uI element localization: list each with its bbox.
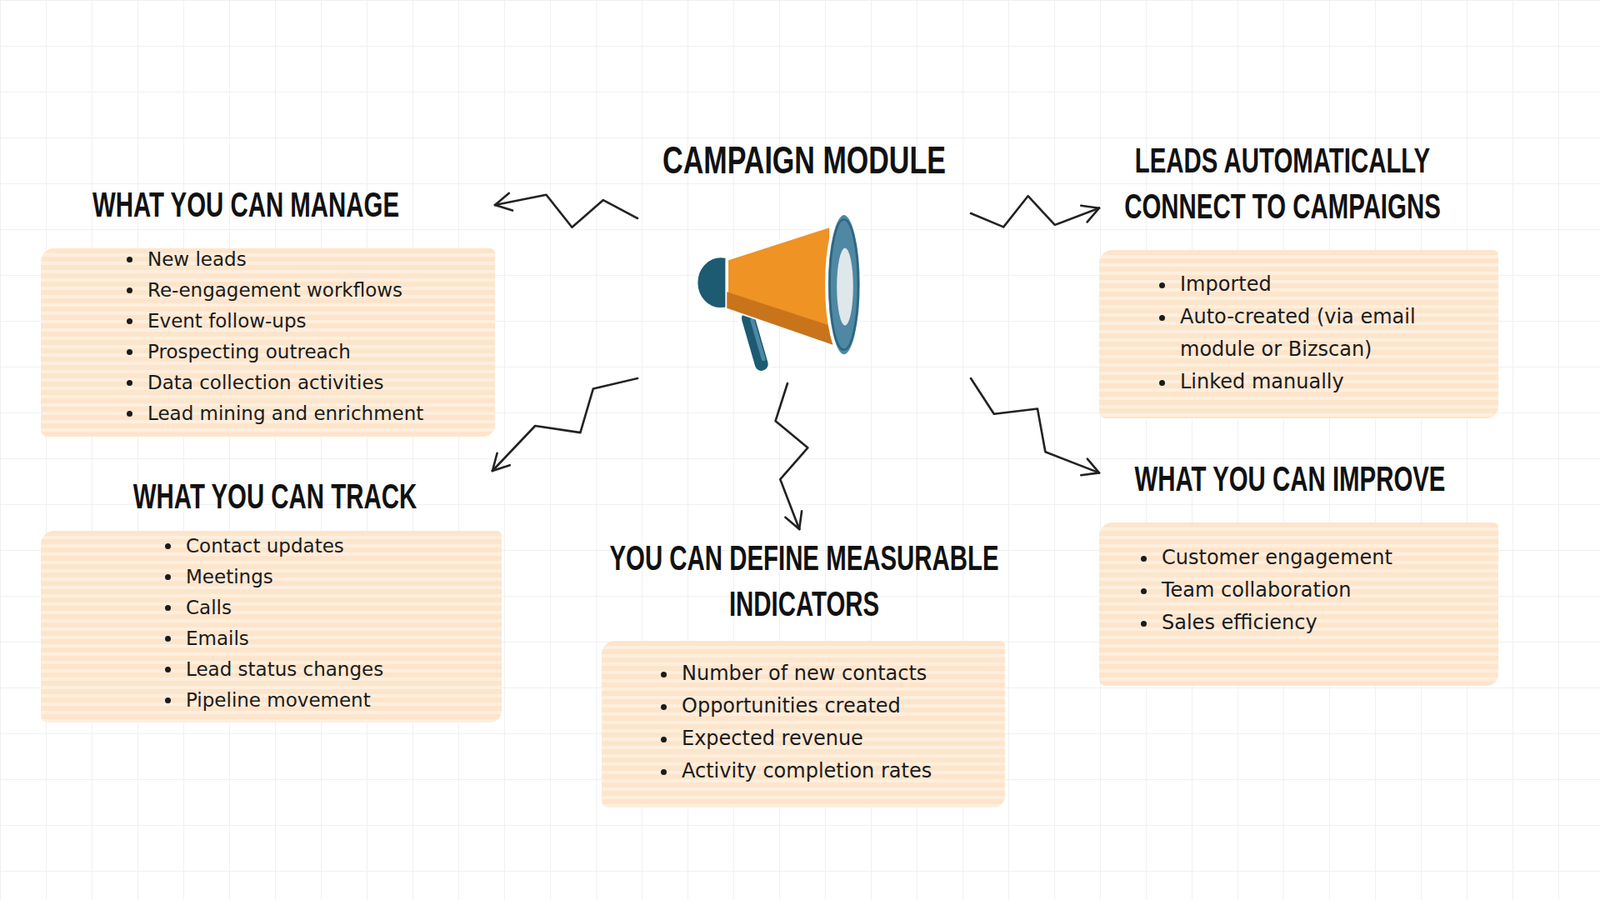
zigzag-line [775, 383, 809, 530]
arrow-head [785, 517, 800, 530]
topic-card: WHAT YOU CAN IMPROVE Customer engagementT… [1099, 454, 1499, 688]
bullet-list: Number of new contactsOpportunities crea… [678, 657, 1000, 788]
bullet-item: Imported [1176, 268, 1465, 301]
megaphone-part [726, 225, 833, 345]
zigzag-arrow [970, 195, 1100, 227]
arrow-head [1080, 205, 1100, 209]
section-heading: WHAT YOU CAN MANAGE [59, 181, 433, 228]
arrow-head [492, 453, 498, 471]
arrow-head [495, 193, 510, 205]
bullet-item: Number of new contacts [678, 657, 1000, 690]
section-heading: YOU CAN DEFINE MEASURABLE INDICATORS [582, 535, 1026, 627]
section-heading: WHAT YOU CAN IMPROVE [1103, 455, 1477, 502]
hub-node: CAMPAIGN MODULE [637, 133, 971, 384]
bullet-item: Pipeline movement [182, 685, 500, 716]
arrow-head [492, 465, 510, 471]
zigzag-arrow [970, 378, 1100, 475]
hub-title: CAMPAIGN MODULE [631, 135, 977, 185]
bullet-item: New leads [144, 244, 495, 275]
bullet-item: Expected revenue [678, 722, 1000, 755]
topic-card: WHAT YOU CAN TRACK Contact updatesMeeting… [40, 470, 502, 725]
arrow-head [495, 205, 513, 211]
megaphone-part [830, 219, 859, 350]
megaphone-part [752, 320, 764, 359]
zigzag-arrow [495, 193, 638, 228]
megaphone-part [836, 248, 854, 326]
bullet-item: Lead mining and enrichment [144, 398, 495, 430]
topic-card: YOU CAN DEFINE MEASURABLE INDICATORSNumb… [601, 529, 1005, 810]
section-heading: WHAT YOU CAN TRACK [88, 473, 462, 520]
bullet-item: Data collection activities [144, 367, 495, 399]
topic-card: LEADS AUTOMATICALLY CONNECT TO CAMPAIGNS… [1099, 133, 1499, 421]
zigzag-line [492, 378, 638, 471]
bullet-list: New leadsRe-engagement workflowsEvent fo… [144, 244, 495, 430]
bullet-item: Sales efficiency [1158, 606, 1484, 640]
zigzag-line [970, 378, 1100, 473]
arrow-head [1087, 208, 1100, 223]
bullet-item: Emails [182, 623, 500, 655]
bullet-item: Event follow-ups [144, 305, 495, 337]
arrow-head [1080, 472, 1100, 475]
bullet-item: Re-engagement workflows [144, 275, 495, 306]
bullet-item: Calls [182, 592, 500, 624]
bullet-item: Contact updates [182, 530, 500, 562]
zigzag-line [495, 195, 638, 228]
arrow-head [799, 510, 802, 530]
bullet-item: Customer engagement [1158, 541, 1484, 575]
bullet-item: Lead status changes [182, 654, 500, 685]
bullet-item: Activity completion rates [678, 755, 1000, 788]
bullet-item: Meetings [182, 561, 500, 593]
bullet-list: Contact updatesMeetingsCallsEmailsLead s… [182, 530, 500, 716]
zigzag-line [970, 195, 1100, 227]
bullet-item: Prospecting outreach [144, 336, 495, 368]
arrow-head [1087, 459, 1100, 474]
megaphone-part [726, 291, 833, 345]
bullet-list: ImportedAuto-created (via email module o… [1176, 268, 1465, 399]
bullet-item: Opportunities created [678, 690, 1000, 723]
bullet-item: Team collaboration [1158, 574, 1484, 607]
bullet-list: Customer engagementTeam collaborationSal… [1158, 541, 1484, 640]
megaphone-part [826, 213, 862, 356]
zigzag-arrow [492, 378, 638, 471]
topic-card: WHAT YOU CAN MANAGE New leadsRe-engagemen… [40, 179, 495, 438]
bullet-item: Linked manually [1176, 365, 1465, 399]
megaphone-illustration [689, 204, 873, 383]
section-heading: LEADS AUTOMATICALLY CONNECT TO CAMPAIGNS [1101, 137, 1464, 230]
bullet-item: Auto-created (via email module or Bizsca… [1176, 300, 1465, 366]
zigzag-arrow [775, 383, 809, 530]
